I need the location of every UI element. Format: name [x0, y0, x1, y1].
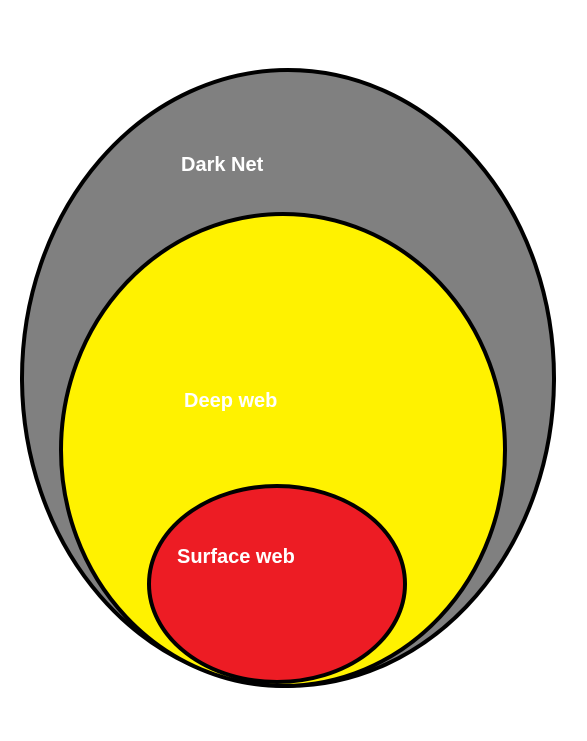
surface-web-label: Surface web [177, 546, 295, 568]
surface-web-ellipse [147, 484, 407, 684]
deep-web-label: Deep web [184, 390, 277, 412]
dark-net-label: Dark Net [181, 154, 264, 176]
